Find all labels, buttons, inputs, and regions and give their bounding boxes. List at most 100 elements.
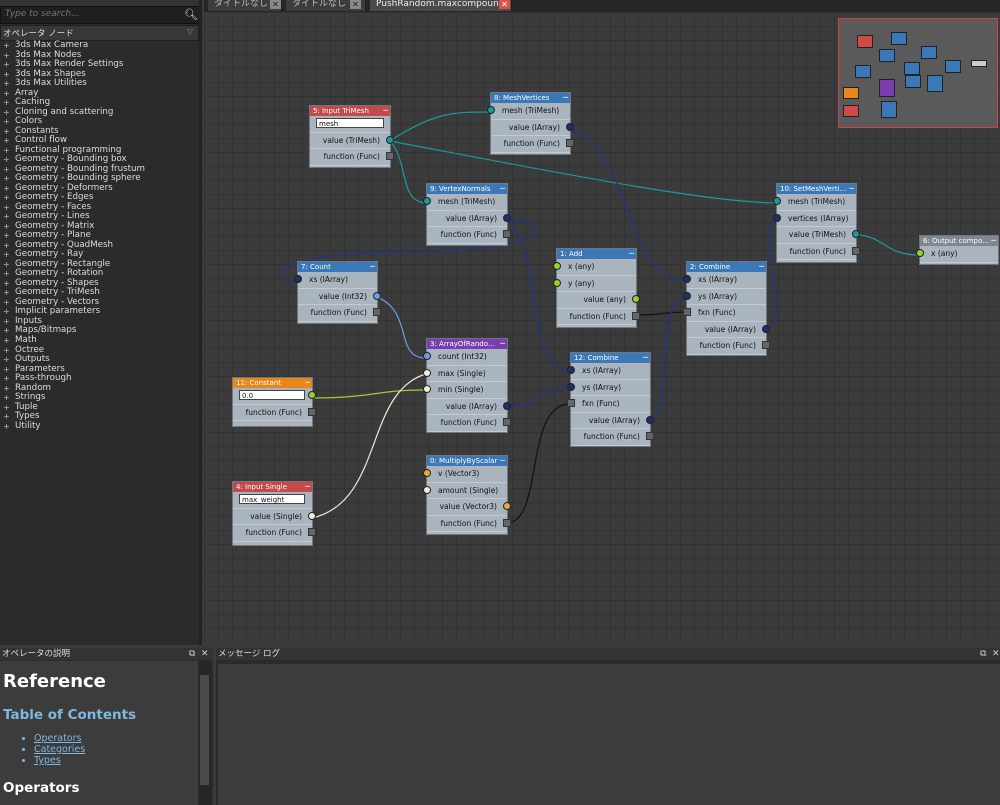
output-port[interactable]	[852, 230, 860, 238]
graph-minimap[interactable]	[838, 18, 998, 128]
tab-pushrandom[interactable]: PushRandom.maxcompound ✕	[370, 0, 512, 11]
function-port[interactable]	[566, 139, 574, 147]
category-item[interactable]: +Math	[0, 335, 200, 346]
node-title[interactable]: 11: Constant─	[233, 378, 312, 388]
expand-plus-icon[interactable]: +	[3, 364, 10, 374]
category-item[interactable]: +Inputs	[0, 316, 200, 327]
function-port[interactable]	[308, 407, 316, 416]
expand-plus-icon[interactable]: +	[3, 107, 10, 117]
category-item[interactable]: +Geometry - Lines	[0, 212, 200, 222]
node-title[interactable]: 1: Add─	[557, 249, 636, 259]
expand-plus-icon[interactable]: +	[3, 193, 10, 203]
output-port[interactable]	[632, 295, 640, 303]
minimize-icon[interactable]: ─	[500, 339, 505, 348]
input-port[interactable]	[487, 106, 495, 114]
operator-nodes-header[interactable]: オペレータ ノード ▽	[0, 25, 199, 41]
left-panel-scrollbar[interactable]	[199, 0, 202, 645]
expand-plus-icon[interactable]: +	[3, 79, 10, 89]
minimize-icon[interactable]: ─	[563, 93, 568, 102]
output-port[interactable]	[373, 291, 381, 300]
expand-plus-icon[interactable]: +	[3, 164, 10, 174]
category-item[interactable]: +Strings	[0, 392, 200, 403]
expand-plus-icon[interactable]: +	[3, 412, 10, 422]
function-port[interactable]	[503, 518, 511, 527]
close-icon[interactable]: ✕	[201, 649, 209, 659]
output-port[interactable]	[503, 213, 511, 222]
expand-plus-icon[interactable]: +	[3, 250, 10, 260]
minimize-icon[interactable]: ─	[305, 482, 310, 491]
output-port[interactable]	[386, 135, 394, 144]
node-title[interactable]: 5: Input TriMesh─	[310, 106, 390, 116]
category-item[interactable]: +Outputs	[0, 354, 200, 365]
search-box[interactable]: 🔍︎	[0, 6, 200, 24]
output-port[interactable]	[762, 324, 770, 333]
wire-10-6[interactable]	[854, 234, 920, 256]
node-multiply-by-scalar[interactable]: 0: MultiplyByScalar─ v (Vector3) amount …	[423, 455, 511, 535]
expand-plus-icon[interactable]: +	[3, 307, 10, 317]
node-vertex-normals[interactable]: 9: VertexNormals─ mesh (TriMesh) value (…	[423, 183, 511, 246]
expand-plus-icon[interactable]: +	[3, 288, 10, 298]
node-title[interactable]: 6: Output compo…─	[920, 236, 998, 246]
message-log-area[interactable]	[218, 664, 1000, 805]
minimize-icon[interactable]: ─	[370, 262, 375, 271]
category-item[interactable]: +Types	[0, 411, 200, 422]
node-count[interactable]: 7: Count─ xs (IArray) value (Int32) func…	[294, 261, 381, 324]
wire-5-9[interactable]	[389, 140, 427, 204]
close-icon[interactable]: ✕	[499, 0, 510, 9]
node-graph-canvas[interactable]: 5: Input TriMesh─ mesh value (TriMesh) f…	[204, 12, 1000, 642]
category-item[interactable]: +Utility	[0, 421, 200, 432]
category-item[interactable]: +Functional programming	[0, 145, 200, 156]
category-item[interactable]: +Maps/Bitmaps	[0, 326, 200, 336]
node-mesh-vertices[interactable]: 8: MeshVertices─ mesh (TriMesh) value (I…	[487, 92, 574, 155]
restore-icon[interactable]: ⧉	[189, 649, 196, 659]
expand-plus-icon[interactable]: +	[3, 231, 10, 241]
minimize-icon[interactable]: ─	[849, 184, 854, 193]
close-icon[interactable]: ✕	[270, 0, 281, 9]
search-input[interactable]	[3, 7, 180, 21]
category-item[interactable]: +3ds Max Utilities	[0, 78, 200, 89]
expand-plus-icon[interactable]: +	[3, 402, 10, 412]
node-title[interactable]: 3: ArrayOfRando…─	[427, 339, 507, 349]
expand-plus-icon[interactable]: +	[3, 60, 10, 70]
expand-plus-icon[interactable]: +	[3, 326, 10, 336]
input-port[interactable]	[423, 368, 431, 377]
wire-0-12[interactable]	[506, 403, 571, 524]
scrollbar-thumb[interactable]	[200, 675, 209, 785]
toc-link-categories[interactable]: Categories	[34, 744, 85, 755]
expand-plus-icon[interactable]: +	[3, 212, 10, 222]
wire-4-3[interactable]	[311, 373, 427, 519]
function-port[interactable]	[852, 246, 860, 255]
expand-plus-icon[interactable]: +	[3, 297, 10, 307]
minimize-icon[interactable]: ─	[305, 378, 310, 387]
wire-1-2[interactable]	[636, 311, 687, 316]
tab-untitled-2[interactable]: タイトルなし ✕	[286, 0, 366, 11]
wire-9-12[interactable]	[506, 218, 571, 373]
expand-plus-icon[interactable]: +	[3, 155, 10, 165]
input-port[interactable]	[683, 275, 691, 283]
expand-plus-icon[interactable]: +	[3, 240, 10, 250]
category-item[interactable]: +Geometry - QuadMesh	[0, 240, 200, 251]
wire-9-7[interactable]	[280, 218, 538, 282]
category-item[interactable]: +Geometry - Matrix	[0, 221, 200, 232]
node-combine-2[interactable]: 2: Combine─ xs (IArray) ys (IArray) fxn …	[683, 261, 770, 356]
wire-5-8[interactable]	[389, 111, 491, 142]
minimize-icon[interactable]: ─	[759, 262, 764, 271]
input-port[interactable]	[423, 197, 431, 205]
node-add[interactable]: 1: Add─ x (any) y (any) value (any) func…	[553, 248, 640, 328]
category-item[interactable]: +Parameters	[0, 364, 200, 375]
expand-plus-icon[interactable]: +	[3, 345, 10, 355]
category-item[interactable]: +Geometry - Edges	[0, 193, 200, 203]
function-port[interactable]	[308, 528, 316, 536]
output-port[interactable]	[503, 502, 511, 510]
category-item[interactable]: +Geometry - Ray	[0, 250, 200, 260]
node-title[interactable]: 10: SetMeshVerti…─	[777, 184, 856, 194]
input-port[interactable]	[773, 213, 781, 222]
category-item[interactable]: +Constants	[0, 126, 200, 137]
node-input-trimesh[interactable]: 5: Input TriMesh─ mesh value (TriMesh) f…	[309, 105, 394, 168]
minimize-icon[interactable]: ─	[629, 249, 634, 258]
node-title[interactable]: 0: MultiplyByScalar─	[427, 456, 507, 466]
expand-plus-icon[interactable]: +	[3, 278, 10, 288]
output-port[interactable]	[503, 401, 511, 410]
expand-plus-icon[interactable]: +	[3, 117, 10, 127]
category-item[interactable]: +Geometry - Rotation	[0, 269, 200, 279]
